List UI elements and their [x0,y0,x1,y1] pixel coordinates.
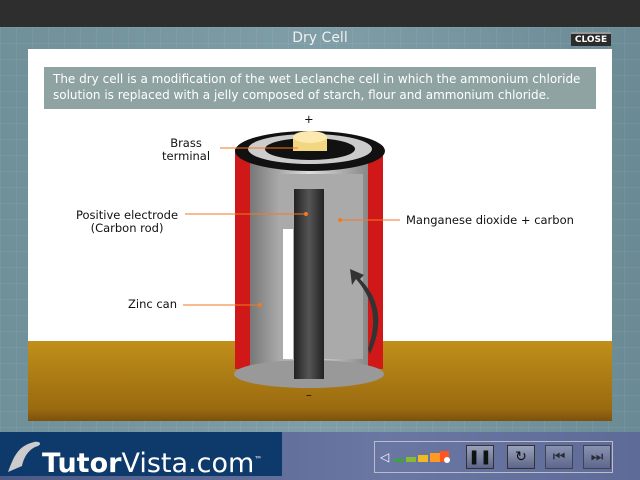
player-controls [374,441,613,473]
cutaway-gap [283,229,293,359]
arrow-icon [350,269,379,354]
logo-text-bold: Tutor [42,448,122,479]
logo-text: Vista.com [121,448,255,479]
dolphin-icon [8,441,41,472]
next-button[interactable]: ⏭ [583,445,611,469]
content-panel: The dry cell is a modification of the we… [28,49,612,421]
dry-cell-diagram [183,131,400,388]
plus-sign: + [304,112,314,126]
label-positive-electrode: Positive electrode (Carbon rod) [76,208,179,235]
minus-sign: – [306,388,312,402]
volume-slider[interactable] [394,450,452,463]
label-zinc-can: Zinc can [128,297,177,311]
top-bar [0,0,640,27]
logo-tm: ™ [254,455,263,464]
replay-button[interactable]: ↻ [507,445,535,469]
brass-terminal-top [293,131,327,143]
description-text: The dry cell is a modification of the we… [44,67,596,109]
carbon-rod [294,189,324,379]
previous-button[interactable]: ⏮ [545,445,573,469]
leader-lines [183,147,400,306]
tutorvista-logo: TutorVista.com™ [0,432,282,479]
label-manganese-dioxide: Manganese dioxide + carbon [406,213,574,227]
pause-button[interactable]: ❚❚ [466,445,494,469]
window-title: Dry Cell [292,30,348,46]
speaker-icon[interactable]: ◁ [380,450,390,464]
close-button[interactable]: CLOSE [571,32,611,46]
label-brass-terminal: Brass terminal [162,136,211,163]
